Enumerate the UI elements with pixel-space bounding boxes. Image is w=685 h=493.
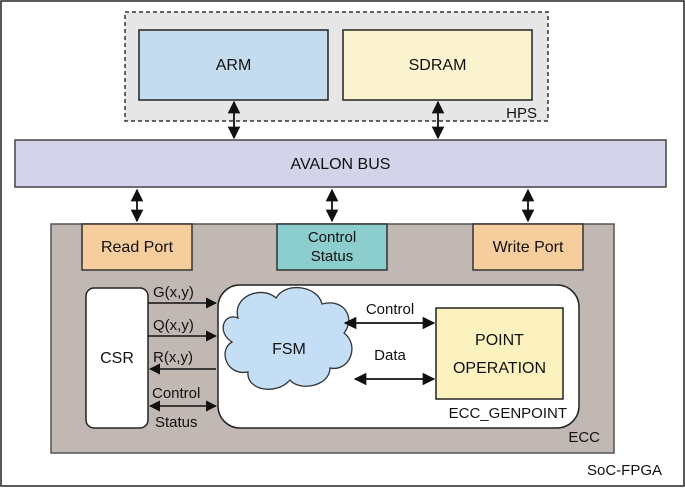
avalon-bus-label: AVALON BUS [291,156,391,173]
status-signal-label: Status [155,414,198,431]
point-operation-block [435,307,564,400]
control-status-label-line1: Control [308,229,356,246]
write-port-label: Write Port [493,239,564,256]
soc-fpga-label: SoC-FPGA [587,462,662,479]
r-signal-label: R(x,y) [153,349,193,366]
control-status-port [276,223,388,271]
fsm-control-label: Control [366,301,414,318]
ecc-label: ECC [568,429,600,446]
hps-label: HPS [506,105,537,122]
arm-label: ARM [216,57,252,74]
control-status-label-line2: Status [311,248,354,265]
control-signal-label: Control [152,385,200,402]
point-operation-label-line2: OPERATION [453,360,546,377]
fsm-cloud [222,286,353,390]
csr-label: CSR [100,350,134,367]
sdram-label: SDRAM [409,57,467,74]
read-port [81,223,193,271]
sdram-block [342,29,533,101]
point-operation-label-line1: POINT [475,332,524,349]
ecc-genpoint-label: ECC_GENPOINT [449,405,567,422]
avalon-bus [14,139,667,188]
g-signal-label: G(x,y) [153,284,194,301]
arm-block [138,29,329,101]
write-port [472,223,584,271]
fsm-label: FSM [272,341,306,358]
q-signal-label: Q(x,y) [153,317,194,334]
csr-block [85,287,149,429]
fsm-data-label: Data [374,347,406,364]
read-port-label: Read Port [101,239,174,256]
